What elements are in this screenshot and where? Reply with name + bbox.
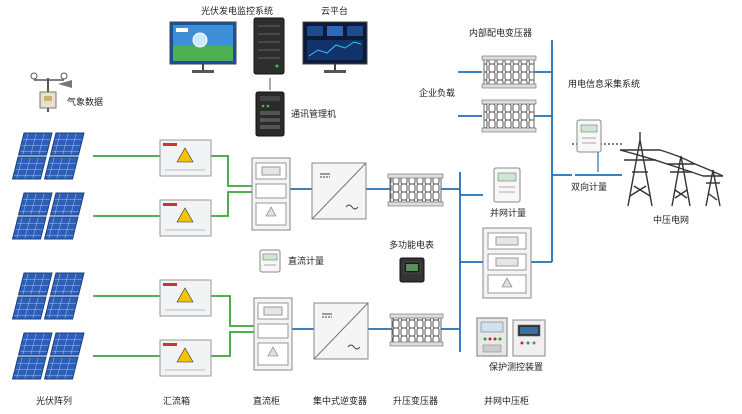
mv-cabinet: [482, 227, 532, 299]
pv-array-4: [11, 332, 85, 380]
cloud-platform-screen: [302, 21, 368, 73]
transformer-internal-label: 内部配电变压器: [469, 29, 533, 39]
combiner-box-2: [159, 199, 212, 237]
inverter-label: 集中式逆变器: [313, 397, 368, 407]
mv-cabinet-label: 并网中压柜: [484, 397, 530, 407]
server-rack: [253, 17, 285, 75]
pv-wires: [93, 155, 254, 357]
pv-array-1: [11, 132, 85, 180]
pv-array-3: [11, 272, 85, 320]
combiner-label: 汇流箱: [163, 397, 191, 407]
internal-transformer-1: [481, 55, 537, 89]
multi-meter-label: 多功能电表: [389, 241, 435, 251]
pv-array-2: [11, 192, 85, 240]
pv-monitor-label: 光伏发电监控系统: [201, 7, 274, 17]
weather-station: [30, 72, 72, 112]
step-up-transformer-2: [389, 313, 444, 347]
protection-device: [476, 317, 546, 357]
inverter-1: [311, 162, 367, 220]
dc-cabinet-2: [253, 297, 293, 371]
comm-manager-label: 通讯管理机: [291, 110, 337, 120]
grid-meter-label: 并网计量: [490, 209, 527, 219]
ac-wires: [290, 40, 572, 352]
internal-transformer-2: [481, 99, 537, 133]
cloud-label: 云平台: [321, 7, 349, 17]
step-up-label: 升压变压器: [393, 397, 439, 407]
grid-meter-device: [493, 167, 521, 203]
step-up-transformer-1: [387, 173, 444, 207]
combiner-box-1: [159, 139, 212, 177]
protection-label: 保护测控装置: [489, 363, 544, 373]
dc-meter-label: 直流计量: [288, 257, 325, 267]
combiner-box-4: [159, 339, 212, 377]
multi-meter-device: [399, 257, 425, 283]
combiner-box-3: [159, 279, 212, 317]
collection-meter-device: [576, 119, 602, 153]
comm-manager-device: [255, 91, 285, 137]
pv-array-label: 光伏阵列: [36, 397, 73, 407]
dc-cabinet-1: [251, 157, 291, 231]
bidirectional-meter-label: 双向计量: [571, 183, 608, 193]
monitor-screen: [169, 21, 237, 73]
grid-label: 中压电网: [653, 216, 690, 226]
collection-system-label: 用电信息采集系统: [568, 80, 641, 90]
weather-label: 气象数据: [67, 98, 104, 108]
dc-cabinet-label: 直流柜: [253, 397, 281, 407]
grid-towers: [619, 132, 724, 207]
enterprise-load-label: 企业负载: [419, 89, 456, 99]
dc-meter-device: [259, 249, 281, 273]
inverter-2: [313, 302, 369, 360]
